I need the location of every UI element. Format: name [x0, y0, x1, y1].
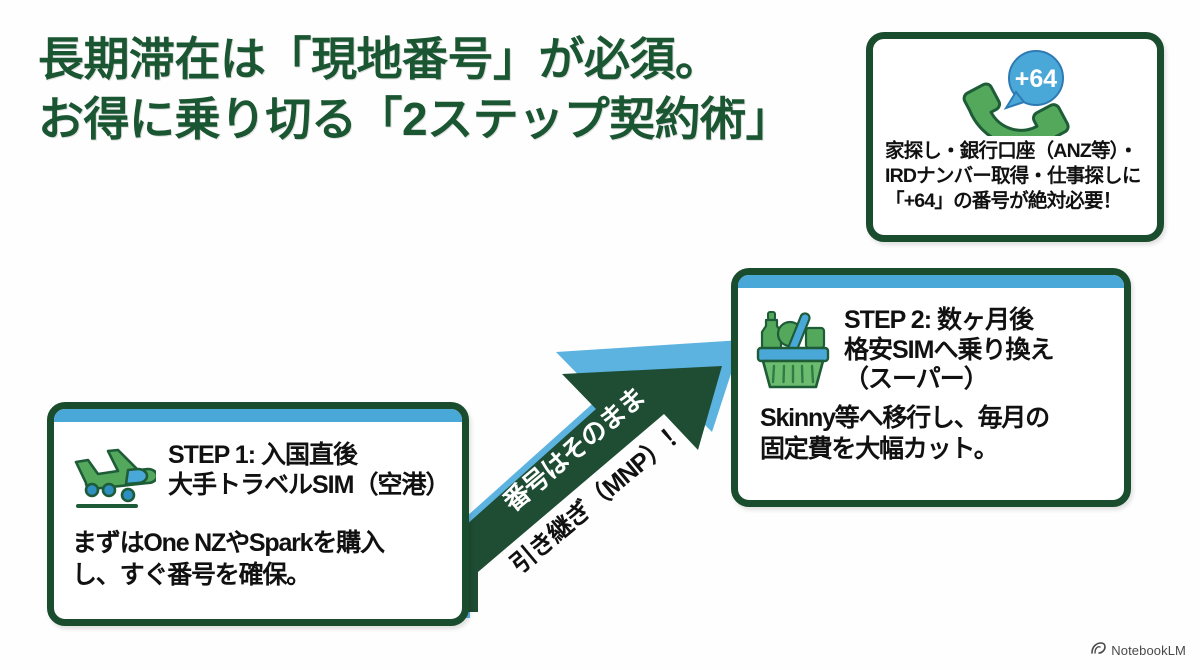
step-2-title: STEP 2: 数ヶ月後 格安SIMへ乗り換え （スーパー） — [844, 304, 1054, 395]
step-2-card: STEP 2: 数ヶ月後 格安SIMへ乗り換え （スーパー） Skinny等へ移… — [731, 268, 1131, 507]
notebooklm-watermark: NotebookLM — [1091, 642, 1186, 658]
requirement-note-text: 家探し・銀行口座（ANZ等）・ IRDナンバー取得・仕事探しに 「+64」の番号… — [885, 139, 1145, 214]
page-title-line-1: 長期滞在は「現地番号」が必須。 — [38, 33, 721, 85]
step-2-desc-line-2: 固定費を大幅カット。 — [760, 435, 999, 463]
step-1-desc-line-1: まずはOne NZやSparkを購入 — [72, 529, 385, 557]
page-title: 長期滞在は「現地番号」が必須。 お得に乗り切る「2ステップ契約術」 — [38, 32, 848, 147]
phone-with-country-code-bubble-icon: +64 — [950, 49, 1080, 137]
step-1-title-line-1: STEP 1: 入国直後 — [168, 441, 358, 469]
page-title-line-2: お得に乗り切る「2ステップ契約術」 — [38, 93, 792, 146]
step-1-desc-line-2: し、すぐ番号を確保。 — [72, 560, 311, 589]
step-1-title-line-2: 大手トラベルSIM（空港） — [168, 471, 450, 499]
step-2-title-line-3: （スーパー） — [844, 365, 989, 393]
step-2-title-line-2: 格安SIMへ乗り換え — [844, 335, 1054, 364]
notebooklm-label: NotebookLM — [1111, 642, 1186, 658]
step-1-title: STEP 1: 入国直後 大手トラベルSIM（空港） — [168, 438, 450, 500]
note-text-line-1: 家探し・銀行口座（ANZ等）・ — [885, 140, 1138, 162]
step-2-title-line-1: STEP 2: 数ヶ月後 — [844, 306, 1034, 334]
airplane-landing-icon — [70, 438, 156, 512]
note-text-line-2: IRDナンバー取得・仕事探しに — [885, 164, 1141, 187]
shopping-basket-icon — [754, 304, 832, 392]
step-1-accent-bar — [54, 409, 462, 422]
step-2-accent-bar — [738, 275, 1124, 288]
notebooklm-logo-icon — [1091, 642, 1107, 658]
note-text-line-3: 「+64」の番号が絶対必要！ — [885, 189, 1122, 212]
requirement-note-card: +64 家探し・銀行口座（ANZ等）・ IRDナンバー取得・仕事探しに 「+64… — [866, 32, 1164, 242]
step-1-card: STEP 1: 入国直後 大手トラベルSIM（空港） まずはOne NZやSpa… — [47, 402, 469, 626]
step-2-description: Skinny等へ移行し、毎月の 固定費を大幅カット。 — [752, 399, 1110, 466]
step-2-desc-line-1: Skinny等へ移行し、毎月の — [760, 403, 1050, 432]
svg-text:+64: +64 — [1015, 65, 1058, 93]
step-1-description: まずはOne NZやSparkを購入 し、すぐ番号を確保。 — [68, 524, 448, 591]
